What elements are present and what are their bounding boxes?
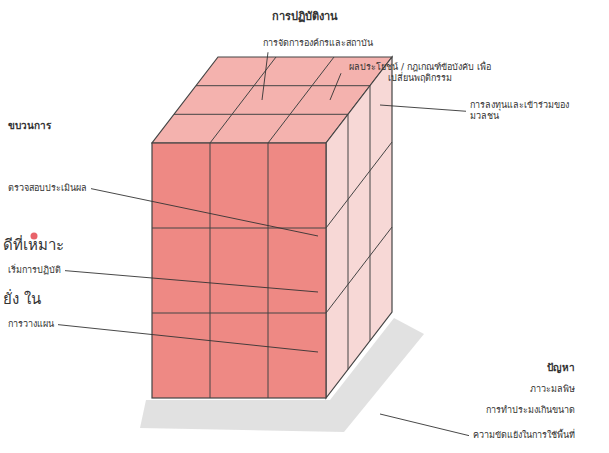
cube-front-face [152, 143, 326, 398]
axis-item: ผลประโยชน์ / กฎเกณฑ์ข้อบังคับ เพื่อเปลี่… [345, 62, 495, 85]
axis-title: ปัญหา [547, 362, 575, 375]
leader-line [91, 189, 318, 236]
axis-item: การวางแผน [8, 319, 54, 330]
leader-line [330, 73, 341, 100]
body-text-fragment: ยั่ง ใน [3, 290, 41, 309]
leader-line [58, 325, 318, 352]
axis-item: การลงทุนและเข้าร่วมของ มวลชน [470, 100, 580, 123]
leader-lines [58, 52, 469, 435]
leader-line [262, 52, 268, 100]
axis-item: เริ่มการปฏิบัติ [8, 265, 61, 276]
body-text-fragment: ดีที่เหมาะ [3, 236, 64, 255]
leader-line [65, 271, 318, 292]
axis-title: การปฏิบัติงาน [272, 10, 338, 24]
axis-item: ภาวะมลพิษ [530, 384, 575, 395]
axis-item: การทำประมงเกินขนาด [486, 405, 575, 416]
leader-line [380, 105, 466, 111]
leader-line [380, 414, 469, 436]
axis-item: ความขัดแย้งในการใช้พื้นที่ [473, 430, 575, 441]
axis-item: ตรวจสอบประเมินผล [8, 183, 87, 194]
cube-right-face [326, 57, 392, 398]
axis-item: การจัดการองค์กรและสถาบัน [263, 38, 373, 49]
axis-title: ขบวนการ [8, 120, 51, 133]
